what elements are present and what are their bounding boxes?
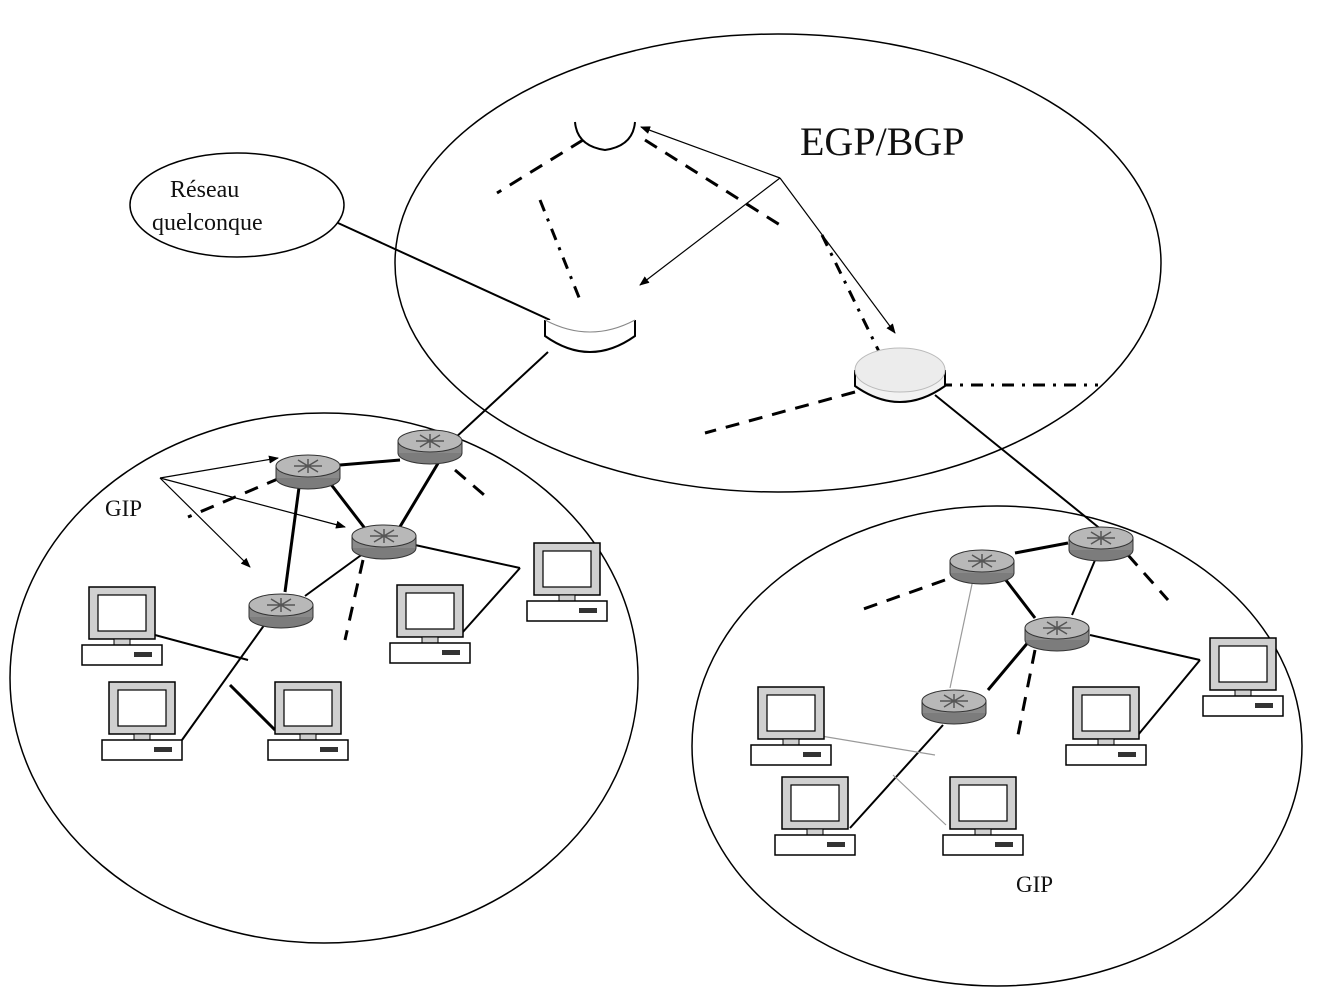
gip-label-right: GIP	[1016, 872, 1053, 897]
gip-label-left: GIP	[105, 496, 142, 521]
router-icon	[949, 549, 1015, 585]
backbone-network	[394, 33, 1162, 493]
generic-network-bubble	[129, 152, 345, 258]
router-icon	[351, 524, 417, 560]
computer-icon	[267, 681, 349, 761]
network-label-line2: quelconque	[152, 210, 263, 236]
router-icon	[275, 454, 341, 490]
router-icon	[397, 429, 463, 465]
left-network	[9, 412, 639, 944]
computer-icon	[1065, 686, 1147, 766]
computer-icon	[526, 542, 608, 622]
computer-icon	[389, 584, 471, 664]
computer-icon	[942, 776, 1024, 856]
right-network	[691, 505, 1303, 987]
backbone-router-top	[574, 121, 636, 152]
backbone-router-right	[854, 347, 946, 403]
backbone-links	[496, 138, 1098, 435]
backbone-router-left	[544, 319, 636, 353]
router-icon	[921, 689, 987, 725]
computer-icon	[1202, 637, 1284, 717]
computer-icon	[750, 686, 832, 766]
computer-icon	[774, 776, 856, 856]
egp-bgp-label: EGP/BGP	[800, 119, 965, 164]
network-label-line1: Réseau	[170, 177, 239, 203]
solid-links	[337, 222, 1109, 536]
computer-icon	[81, 586, 163, 666]
gip-arrows	[159, 455, 346, 568]
router-icon	[1024, 616, 1090, 652]
router-icon	[248, 593, 314, 629]
router-icon	[1068, 526, 1134, 562]
computer-icon	[101, 681, 183, 761]
egp-bgp-arrows	[639, 126, 896, 334]
right-network-links	[814, 541, 1201, 829]
